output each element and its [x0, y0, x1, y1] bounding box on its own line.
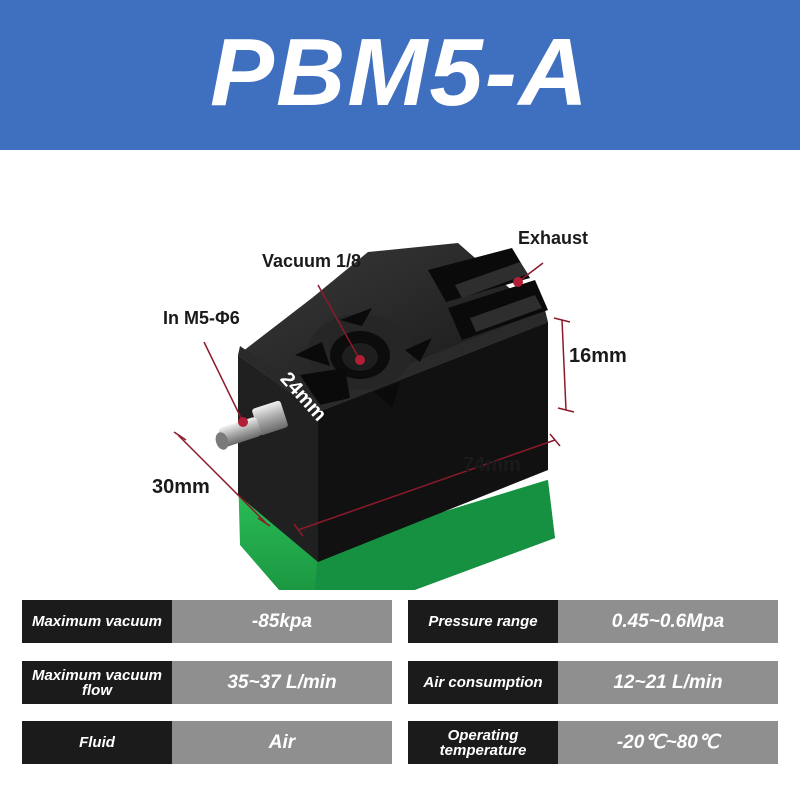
- callout-dots: [238, 277, 523, 427]
- spec-value: 35~37 L/min: [172, 661, 392, 704]
- spec-label: Operating temperature: [408, 721, 558, 764]
- callout-lines: [203, 262, 544, 423]
- spec-label: Pressure range: [408, 600, 558, 643]
- exhaust-slots: [428, 248, 548, 340]
- spec-max-vacuum: Maximum vacuum -85kpa: [22, 600, 392, 643]
- ejector-illustration: [173, 243, 575, 590]
- spec-label: Air consumption: [408, 661, 558, 704]
- callout-vacuum: Vacuum 1/8: [262, 251, 362, 271]
- spec-operating-temperature: Operating temperature -20℃~80℃: [408, 721, 778, 764]
- product-figure: Exhaust Vacuum 1/8 In M5-Φ6 16mm 30mm 74…: [0, 150, 800, 590]
- spec-label: Maximum vacuum flow: [22, 661, 172, 704]
- title-banner: PBM5-A: [0, 0, 800, 150]
- dimension-length: 74mm: [463, 454, 521, 476]
- dimension-lines: [173, 317, 575, 537]
- spec-max-vacuum-flow: Maximum vacuum flow 35~37 L/min: [22, 661, 392, 704]
- spec-air-consumption: Air consumption 12~21 L/min: [408, 661, 778, 704]
- spec-label: Fluid: [22, 721, 172, 764]
- spec-fluid: Fluid Air: [22, 721, 392, 764]
- dimension-height: 16mm: [569, 345, 627, 367]
- inlet-fitting: [215, 400, 288, 450]
- spec-value: Air: [172, 721, 392, 764]
- spec-value: -20℃~80℃: [558, 721, 778, 764]
- spec-pressure-range: Pressure range 0.45~0.6Mpa: [408, 600, 778, 643]
- spec-value: 12~21 L/min: [558, 661, 778, 704]
- product-title: PBM5-A: [209, 19, 590, 126]
- spec-value: 0.45~0.6Mpa: [558, 600, 778, 643]
- callout-inlet: In M5-Φ6: [163, 308, 240, 328]
- dimension-width: 30mm: [152, 476, 210, 498]
- spec-value: -85kpa: [172, 600, 392, 643]
- vacuum-port: [295, 308, 432, 408]
- spec-label: Maximum vacuum: [22, 600, 172, 643]
- callout-exhaust: Exhaust: [518, 228, 589, 248]
